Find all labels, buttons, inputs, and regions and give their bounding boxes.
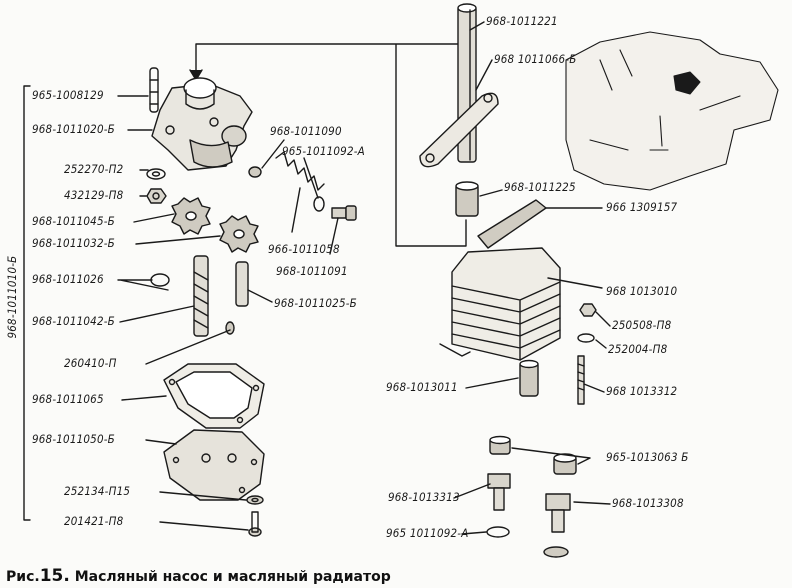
part-label: 968-1011225 [504, 180, 576, 194]
tube-part [519, 359, 539, 397]
lock-washer-part [246, 495, 264, 505]
bolt-part [248, 511, 262, 537]
part-label: 968-1011025-Б [274, 296, 357, 310]
engine-silhouette [565, 31, 779, 191]
gasket-ring-part-2 [543, 546, 569, 558]
pump-body-part [151, 77, 253, 171]
union-part-2 [553, 453, 577, 475]
washer-part [146, 168, 166, 180]
plug-part [331, 205, 357, 221]
fitting-part-1 [487, 473, 511, 511]
drive-shaft-part [193, 255, 209, 337]
part-label: 965-1011092-А [282, 144, 365, 158]
leader-lines [117, 95, 339, 531]
nut-part [146, 188, 167, 204]
part-label: 968 1013312 [606, 384, 678, 398]
part-label: 968-1013011 [386, 380, 458, 394]
ring-part [150, 273, 170, 287]
part-label: 966-1011058 [268, 242, 340, 256]
part-label: 965-1008129 [32, 88, 104, 102]
radiator-washer-part [577, 333, 595, 343]
part-label: 968-1011090 [270, 124, 342, 138]
part-label: 968-1011026 [32, 272, 104, 286]
part-label: 260410-П [64, 356, 117, 370]
part-label: 252134-П15 [64, 484, 131, 498]
spring-part [275, 151, 325, 191]
part-label: 966 1309157 [606, 200, 678, 214]
part-label: 968-1011032-Б [32, 236, 115, 250]
part-label: 968-1011050-Б [32, 432, 115, 446]
cover-plate-part [163, 429, 265, 501]
ball-part [248, 166, 262, 178]
assembly-label: 968-1011010-Б [5, 255, 19, 339]
part-label: 968 1011066-Б [494, 52, 577, 66]
key-part [225, 321, 235, 335]
bushing-part [455, 181, 479, 217]
part-label: 968-1011221 [486, 14, 558, 28]
part-label: 968-1013308 [612, 496, 684, 510]
driven-shaft-part [235, 261, 249, 307]
part-label: 968-1013313 [388, 490, 460, 504]
part-label: 432129-П8 [64, 188, 124, 202]
caption-number: 15. [39, 566, 70, 586]
gear-part-2 [219, 215, 259, 253]
oil-route-line [195, 43, 473, 247]
part-label: 252270-П2 [64, 162, 124, 176]
part-label: 252004-П8 [608, 342, 668, 356]
stud-part [577, 355, 585, 405]
fitting-part-2 [545, 493, 571, 533]
drive-shaft-assembly-part [419, 3, 499, 168]
seal-washer-part [313, 196, 325, 212]
leader-lines-right [453, 21, 611, 535]
part-label: 968-1011091 [276, 264, 348, 278]
union-part-1 [489, 435, 511, 455]
part-label: 201421-П8 [64, 514, 124, 528]
part-label: 968-1011042-Б [32, 314, 115, 328]
gasket-part [163, 363, 265, 429]
caption-prefix: Рис. [6, 569, 40, 585]
part-label: 968 1013010 [606, 284, 678, 298]
part-label: 968-1011065 [32, 392, 104, 406]
caption-text: Масляный насос и масляный радиатор [74, 569, 391, 585]
part-label: 250508-П8 [612, 318, 672, 332]
figure-caption: Рис.15. Масляный насос и масляный радиат… [6, 566, 391, 586]
part-label: 968-1011045-Б [32, 214, 115, 228]
assembly-bracket [23, 85, 31, 521]
oil-radiator-part [439, 247, 561, 361]
part-label: 965-1013063 Б [606, 450, 689, 464]
gasket-ring-part-1 [486, 526, 510, 538]
pin-part [149, 67, 159, 113]
bar-part [477, 199, 547, 249]
gear-part-1 [171, 197, 211, 235]
radiator-nut-part [579, 303, 597, 317]
part-label: 968-1011020-Б [32, 122, 115, 136]
part-label: 965 1011092-А [386, 526, 469, 540]
